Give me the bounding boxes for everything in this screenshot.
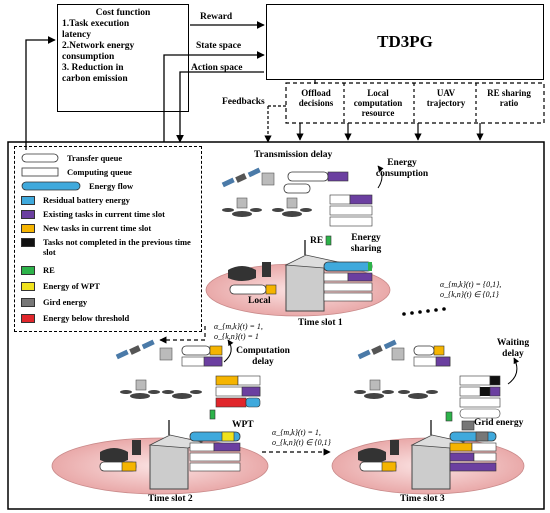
- cost-item: 2.Network energy: [62, 41, 135, 51]
- equation-ts3: α_{m,k}(t) = {0,1}, o_{k,n}(t) ∈ {0,1}: [440, 280, 501, 300]
- computation-delay-label: Computation delay: [236, 346, 290, 367]
- action-re-sharing: RE sharing ratio: [478, 88, 540, 108]
- ts2-satellite-icon: [115, 339, 155, 360]
- legend-label: Existing tasks in current time slot: [43, 209, 165, 219]
- cost-item: 3. Reduction in: [62, 63, 124, 73]
- energy-consumption-label: Energy consumption: [375, 158, 429, 179]
- ts3-satellite-icon: [357, 339, 397, 360]
- legend-item: Gird energy: [21, 297, 87, 307]
- legend-item: Energy flow: [21, 181, 133, 191]
- state-space-label: State space: [196, 41, 242, 51]
- re-label: RE: [310, 236, 324, 246]
- legend-item: Computing queue: [21, 167, 132, 177]
- legend-label: RE: [43, 265, 55, 275]
- eq1-line-b: o_{k,n}(t) = 1: [214, 332, 259, 341]
- action-local-l1: Local: [367, 88, 389, 98]
- grid-energy-label: Grid energy: [474, 418, 524, 428]
- eq1-line-a: α_{m,k}(t) = 1,: [214, 322, 263, 331]
- action-offload-l2: decisions: [298, 98, 334, 108]
- legend-label: Energy below threshold: [43, 313, 130, 323]
- legend-item: Energy of WPT: [21, 281, 100, 291]
- legend-label: Gird energy: [43, 297, 88, 307]
- ts1-computing-queue: [329, 194, 373, 227]
- ts1-to-ts2-arrow: [159, 326, 206, 344]
- cost-function-title: Cost function: [95, 8, 151, 18]
- legend-item: Tasks not completed in the previous time…: [21, 237, 191, 257]
- waiting-delay-label: Waiting delay: [496, 338, 530, 359]
- time-slot-3-label: Time slot 3: [400, 494, 445, 504]
- legend-item: RE: [21, 265, 55, 275]
- feedbacks-label: Feedbacks: [222, 97, 265, 107]
- eq2-line-a: α_{m,k}(t) = 1,: [272, 428, 321, 437]
- local-label: Local: [248, 296, 271, 306]
- satellite-icon: [221, 167, 261, 188]
- legend-item: Residual battery energy: [21, 195, 130, 205]
- time-slot-1-label: Time slot 1: [298, 318, 343, 328]
- continuation-dots: [402, 307, 446, 316]
- legend-item: Existing tasks in current time slot: [21, 209, 165, 219]
- legend-label: Residual battery energy: [43, 195, 130, 205]
- eq3-line-b: o_{k,n}(t) ∈ {0,1}: [440, 290, 499, 299]
- eq3-line-a: α_{m,k}(t) = {0,1},: [440, 280, 502, 289]
- wpt-label: WPT: [232, 420, 254, 430]
- cost-item: consumption: [62, 52, 115, 62]
- action-frame: [285, 82, 545, 124]
- ts2-base-station-icon: [148, 420, 204, 490]
- legend-item: Energy below threshold: [21, 313, 129, 323]
- state-arrow: [163, 51, 265, 142]
- cost-item: 1.Task execution: [62, 19, 130, 29]
- legend-label: Computing queue: [67, 167, 132, 177]
- legend-label: Tasks not completed in the previous time…: [43, 237, 191, 257]
- cost-function-box: Cost function 1.Task execution latency 2…: [57, 4, 189, 112]
- legend-label: Energy flow: [89, 181, 134, 191]
- environment-box: [7, 141, 545, 510]
- legend-label: New tasks in current time slot: [43, 223, 152, 233]
- legend-item: New tasks in current time slot: [21, 223, 151, 233]
- action-uav-l1: UAV: [436, 88, 456, 98]
- cost-item: carbon emission: [62, 74, 128, 84]
- action-local-l2: computation: [353, 98, 403, 108]
- action-space-arrow: [176, 71, 264, 143]
- equation-ts1: α_{m,k}(t) = 1, o_{k,n}(t) = 1: [214, 322, 263, 342]
- ts1-transfer-queue: [287, 171, 349, 182]
- action-space-label: Action space: [191, 63, 243, 73]
- legend-box: Transfer queue Computing queue Energy fl…: [14, 146, 202, 332]
- energy-sharing-label: Energy sharing: [350, 233, 382, 254]
- time-slot-2-label: Time slot 2: [148, 494, 193, 504]
- td3pg-title: TD3PG: [377, 32, 433, 51]
- td3pg-agent-box: TD3PG: [266, 4, 544, 80]
- action-local-resource: Local computation resource: [346, 88, 410, 118]
- action-uav-trajectory: UAV trajectory: [420, 88, 472, 108]
- action-uav-l2: trajectory: [426, 98, 466, 108]
- feedback-to-cost-arrow: [25, 36, 56, 150]
- cost-item: latency: [62, 30, 92, 40]
- action-offload: Offload decisions: [290, 88, 342, 108]
- legend-label: Transfer queue: [67, 153, 123, 163]
- transmission-delay-label: Transmission delay: [254, 150, 333, 160]
- legend-item: Transfer queue: [21, 153, 122, 163]
- legend-label: Energy of WPT: [43, 281, 100, 291]
- action-local-l3: resource: [361, 108, 395, 118]
- action-re-l1: RE sharing: [487, 88, 531, 98]
- action-re-l2: ratio: [499, 98, 519, 108]
- equation-ts2: α_{m,k}(t) = 1, o_{k,n}(t) ∈ {0,1}: [272, 428, 331, 448]
- reward-label: Reward: [200, 12, 233, 22]
- action-offload-l1: Offload: [301, 88, 331, 98]
- eq2-line-b: o_{k,n}(t) ∈ {0,1}: [272, 438, 331, 447]
